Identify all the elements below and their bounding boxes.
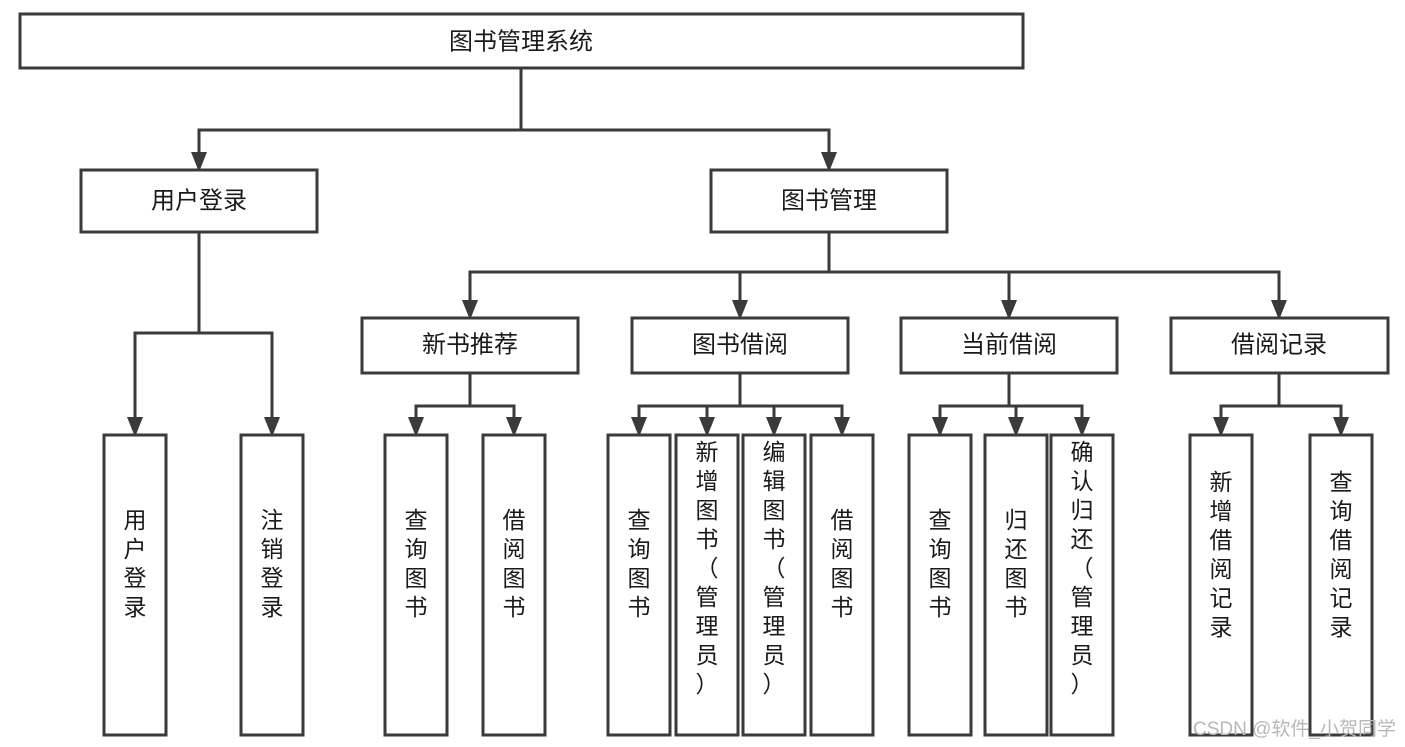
connector-bb-to-borrow-book	[740, 404, 844, 425]
connector-bm-to-new-book	[468, 232, 831, 308]
node-root[interactable]: 图书管理系统	[18, 12, 1025, 70]
node-leaf-confirm-return-admin[interactable]: 确认归还（管理员）	[1049, 433, 1115, 737]
node-leaf-edit-book-admin-label: 编辑图书（管理员）	[763, 439, 786, 697]
node-leaf-query-book-borrow[interactable]: 查询图书	[606, 433, 672, 737]
node-leaf-add-borrow-record-label: 新增借阅记录	[1210, 469, 1233, 640]
connector-br-to-query-record	[1279, 404, 1343, 425]
connector-cb-to-query-book	[938, 373, 1011, 425]
node-leaf-query-borrow-record-label: 查询借阅记录	[1330, 469, 1353, 640]
connector-nb-to-borrow-book	[470, 404, 516, 425]
arrow-bb-to-edit-book	[766, 417, 782, 437]
arrow-nb-to-query-book	[408, 417, 424, 437]
node-leaf-return-book[interactable]: 归还图书	[983, 433, 1049, 737]
arrow-cb-to-confirm-return	[1074, 417, 1090, 437]
connector-layer	[127, 68, 1349, 437]
node-leaf-query-borrow-record-box[interactable]	[1308, 433, 1374, 737]
connector-root-to-user-login	[197, 68, 523, 160]
connector-br-to-add-record	[1219, 373, 1281, 425]
node-leaf-query-book-current-label: 查询图书	[929, 507, 952, 620]
node-leaf-query-borrow-record[interactable]: 查询借阅记录	[1308, 433, 1374, 737]
node-current-borrow-label: 当前借阅	[961, 331, 1057, 358]
node-leaf-add-book-admin-label: 新增图书（管理员）	[696, 439, 719, 697]
node-user-login-box[interactable]	[79, 168, 319, 234]
node-root-label: 图书管理系统	[449, 28, 593, 55]
node-leaf-query-book-new-box[interactable]	[383, 433, 449, 737]
arrow-br-to-query-record	[1333, 417, 1349, 437]
arrow-br-to-add-record	[1213, 417, 1229, 437]
node-new-book-recommend-box[interactable]	[360, 316, 580, 375]
connector-bm-to-book-borrow	[738, 270, 829, 308]
arrow-user-login-to-leaf-user-login	[127, 417, 143, 437]
arrow-root-to-user-login	[191, 152, 207, 172]
node-new-book-recommend[interactable]: 新书推荐	[360, 316, 580, 375]
node-borrow-record-label: 借阅记录	[1231, 331, 1327, 358]
node-leaf-return-book-box[interactable]	[983, 433, 1049, 737]
node-leaf-logout-label: 注销登录	[261, 507, 284, 620]
arrow-bb-to-query-book	[631, 417, 647, 437]
node-leaf-query-book-new[interactable]: 查询图书	[383, 433, 449, 737]
node-book-management[interactable]: 图书管理	[709, 168, 949, 234]
arrow-bm-to-borrow-record	[1271, 300, 1287, 320]
arrow-bm-to-current-borrow	[1001, 300, 1017, 320]
node-current-borrow[interactable]: 当前借阅	[899, 316, 1119, 375]
node-leaf-borrow-book[interactable]: 借阅图书	[809, 433, 875, 737]
arrow-cb-to-query-book	[932, 417, 948, 437]
node-leaf-add-book-admin[interactable]: 新增图书（管理员）	[674, 433, 740, 737]
node-book-borrow-box[interactable]	[630, 316, 850, 375]
node-borrow-record-box[interactable]	[1169, 316, 1390, 375]
node-book-management-box[interactable]	[709, 168, 949, 234]
connector-user-login-to-leaf-logout	[199, 331, 274, 425]
arrow-root-to-book-management	[821, 152, 837, 172]
node-leaf-query-book-borrow-box[interactable]	[606, 433, 672, 737]
node-leaf-borrow-book-new[interactable]: 借阅图书	[481, 433, 547, 737]
arrow-cb-to-return-book	[1008, 417, 1024, 437]
node-new-book-recommend-label: 新书推荐	[422, 331, 518, 358]
node-leaf-query-book-current[interactable]: 查询图书	[907, 433, 973, 737]
arrow-nb-to-borrow-book	[506, 417, 522, 437]
node-leaf-borrow-book-label: 借阅图书	[831, 507, 854, 620]
connector-bm-to-current-borrow	[829, 270, 1011, 308]
node-leaf-edit-book-admin[interactable]: 编辑图书（管理员）	[741, 433, 807, 737]
arrow-user-login-to-leaf-logout	[264, 417, 280, 437]
node-borrow-record[interactable]: 借阅记录	[1169, 316, 1390, 375]
node-leaf-add-borrow-record-box[interactable]	[1188, 433, 1254, 737]
arrow-bm-to-book-borrow	[732, 300, 748, 320]
arrow-bb-to-add-book	[699, 417, 715, 437]
node-leaf-confirm-return-admin-box[interactable]	[1049, 433, 1115, 737]
node-current-borrow-box[interactable]	[899, 316, 1119, 375]
node-leaf-return-book-label: 归还图书	[1005, 507, 1028, 620]
node-leaf-query-book-current-box[interactable]	[907, 433, 973, 737]
node-leaf-logout-box[interactable]	[239, 433, 305, 737]
node-leaf-query-book-new-label: 查询图书	[405, 507, 428, 620]
connector-user-login-to-leaf-user-login	[133, 232, 201, 425]
node-leaf-add-borrow-record[interactable]: 新增借阅记录	[1188, 433, 1254, 737]
node-root-box[interactable]	[18, 12, 1025, 70]
connector-bb-to-query-book	[637, 373, 742, 425]
connector-bm-to-borrow-record	[829, 270, 1281, 308]
node-leaf-user-login[interactable]: 用户登录	[102, 433, 168, 737]
node-book-management-label: 图书管理	[781, 187, 877, 214]
node-leaf-borrow-book-new-label: 借阅图书	[503, 507, 526, 620]
node-book-borrow-label: 图书借阅	[692, 331, 788, 358]
node-leaf-borrow-book-box[interactable]	[809, 433, 875, 737]
node-leaf-query-book-borrow-label: 查询图书	[628, 507, 651, 620]
connector-root-to-book-management	[521, 128, 831, 160]
node-leaf-confirm-return-admin-label: 确认归还（管理员）	[1071, 439, 1094, 697]
arrow-bm-to-new-book	[462, 300, 478, 320]
node-leaf-user-login-label: 用户登录	[124, 507, 147, 620]
node-leaf-user-login-box[interactable]	[102, 433, 168, 737]
node-user-login[interactable]: 用户登录	[79, 168, 319, 234]
node-leaf-borrow-book-new-box[interactable]	[481, 433, 547, 737]
node-leaf-add-book-admin-box[interactable]	[674, 433, 740, 737]
node-leaf-logout[interactable]: 注销登录	[239, 433, 305, 737]
node-leaf-edit-book-admin-box[interactable]	[741, 433, 807, 737]
node-user-login-label: 用户登录	[151, 187, 247, 214]
node-book-borrow[interactable]: 图书借阅	[630, 316, 850, 375]
arrow-bb-to-borrow-book	[834, 417, 850, 437]
connector-nb-to-query-book	[414, 373, 472, 425]
csdn-watermark: CSDN @软件_小贺同学	[1193, 718, 1396, 740]
